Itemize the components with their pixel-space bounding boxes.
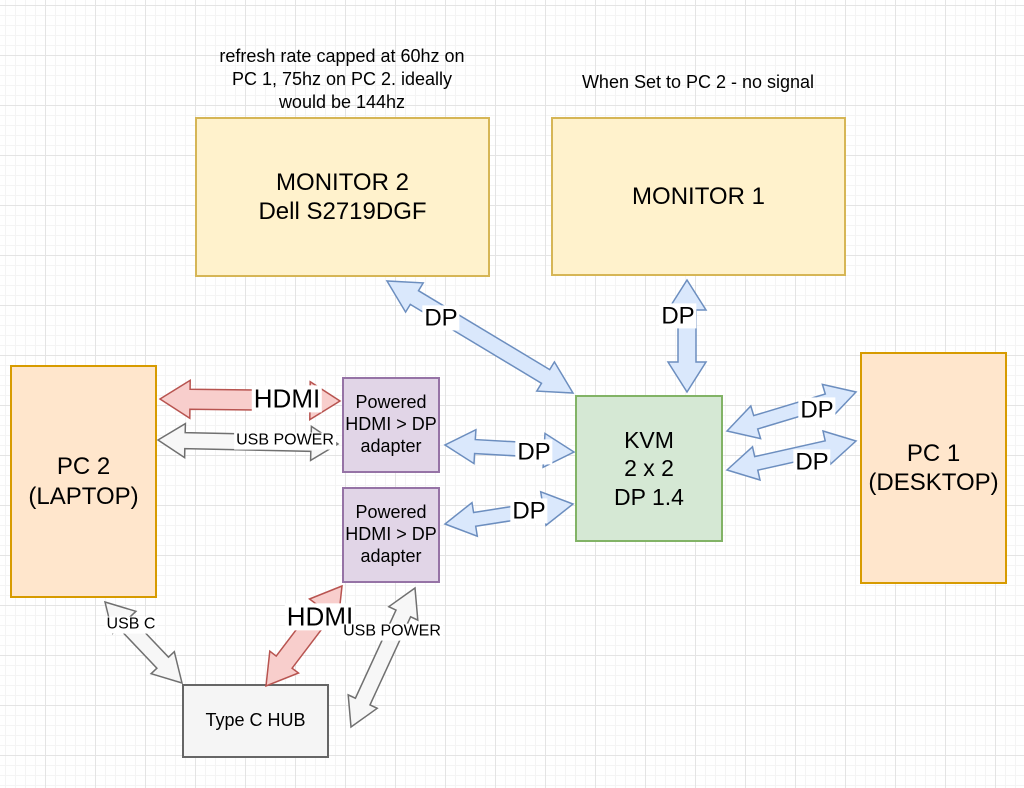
- monitor2-label-line2: Dell S2719DGF: [258, 198, 427, 225]
- dp-pc1-upper-label: DP: [798, 396, 836, 424]
- node-monitor-2: MONITOR 2 Dell S2719DGF: [195, 117, 490, 277]
- adapter-bottom-label-line1: Powered: [355, 502, 427, 523]
- node-pc2-laptop: PC 2 (LAPTOP): [10, 365, 157, 598]
- usb-power-bottom-arrow: [347, 586, 419, 729]
- node-hdmi-dp-adapter-bottom: Powered HDMI > DP adapter: [342, 487, 440, 583]
- refresh-rate-note-line1: refresh rate capped at 60hz on: [219, 46, 465, 66]
- usb-power-bottom-label: USB POWER: [341, 622, 443, 641]
- dp-adapter-bottom-kvm-arrow: [443, 490, 575, 538]
- hub-label: Type C HUB: [205, 710, 306, 731]
- refresh-rate-note: refresh rate capped at 60hz on PC 1, 75h…: [192, 45, 492, 114]
- dp-monitor1-label: DP: [659, 302, 697, 330]
- adapter-top-label-line3: adapter: [360, 435, 422, 456]
- usb-c-label: USB C: [104, 615, 158, 634]
- dp-kvm-pc1-upper-arrow: [725, 383, 858, 440]
- dp-adapter-bottom-label: DP: [510, 497, 548, 525]
- dp-monitor2-kvm-arrow: [385, 280, 575, 394]
- monitor2-label-line1: MONITOR 2: [276, 168, 409, 196]
- no-signal-note: When Set to PC 2 - no signal: [581, 72, 815, 92]
- dp-adapter-top-kvm-arrow: [443, 428, 576, 469]
- pc2-label-line2: (LAPTOP): [28, 482, 139, 510]
- dp-pc1-lower-label: DP: [793, 448, 831, 476]
- node-pc1-desktop: PC 1 (DESKTOP): [860, 352, 1007, 584]
- refresh-rate-note-line3: would be 144hz: [278, 92, 406, 112]
- node-kvm-switch: KVM 2 x 2 DP 1.4: [575, 395, 723, 542]
- adapter-top-label-line1: Powered: [355, 392, 427, 413]
- dp-monitor2-label: DP: [422, 304, 460, 332]
- pc1-label-line2: (DESKTOP): [868, 469, 999, 496]
- adapter-bottom-label-line3: adapter: [360, 545, 422, 566]
- dp-monitor1-kvm-arrow: [666, 278, 708, 394]
- usb-power-top-label: USB POWER: [234, 431, 336, 450]
- adapter-bottom-label-line2: HDMI > DP: [345, 524, 437, 545]
- node-type-c-hub: Type C HUB: [182, 684, 329, 758]
- adapter-top-label-line2: HDMI > DP: [345, 414, 437, 435]
- pc2-label-line1: PC 2: [56, 453, 111, 481]
- usb-c-arrow: [103, 600, 184, 685]
- node-monitor-1: MONITOR 1: [551, 117, 846, 276]
- dp-kvm-pc1-lower-arrow: [725, 429, 858, 482]
- kvm-label-line3: DP 1.4: [614, 483, 684, 510]
- pc1-label-line1: PC 1: [906, 439, 961, 467]
- kvm-label-line2: 2 x 2: [624, 455, 674, 482]
- kvm-label-line1: KVM: [624, 427, 674, 454]
- node-hdmi-dp-adapter-top: Powered HDMI > DP adapter: [342, 377, 440, 473]
- monitor1-label: MONITOR 1: [632, 182, 765, 210]
- refresh-rate-note-line2: PC 1, 75hz on PC 2. ideally: [231, 69, 453, 89]
- dp-adapter-top-label: DP: [515, 438, 553, 466]
- hdmi-top-label: HDMI: [251, 383, 323, 414]
- hdmi-bottom-label: HDMI: [284, 601, 356, 632]
